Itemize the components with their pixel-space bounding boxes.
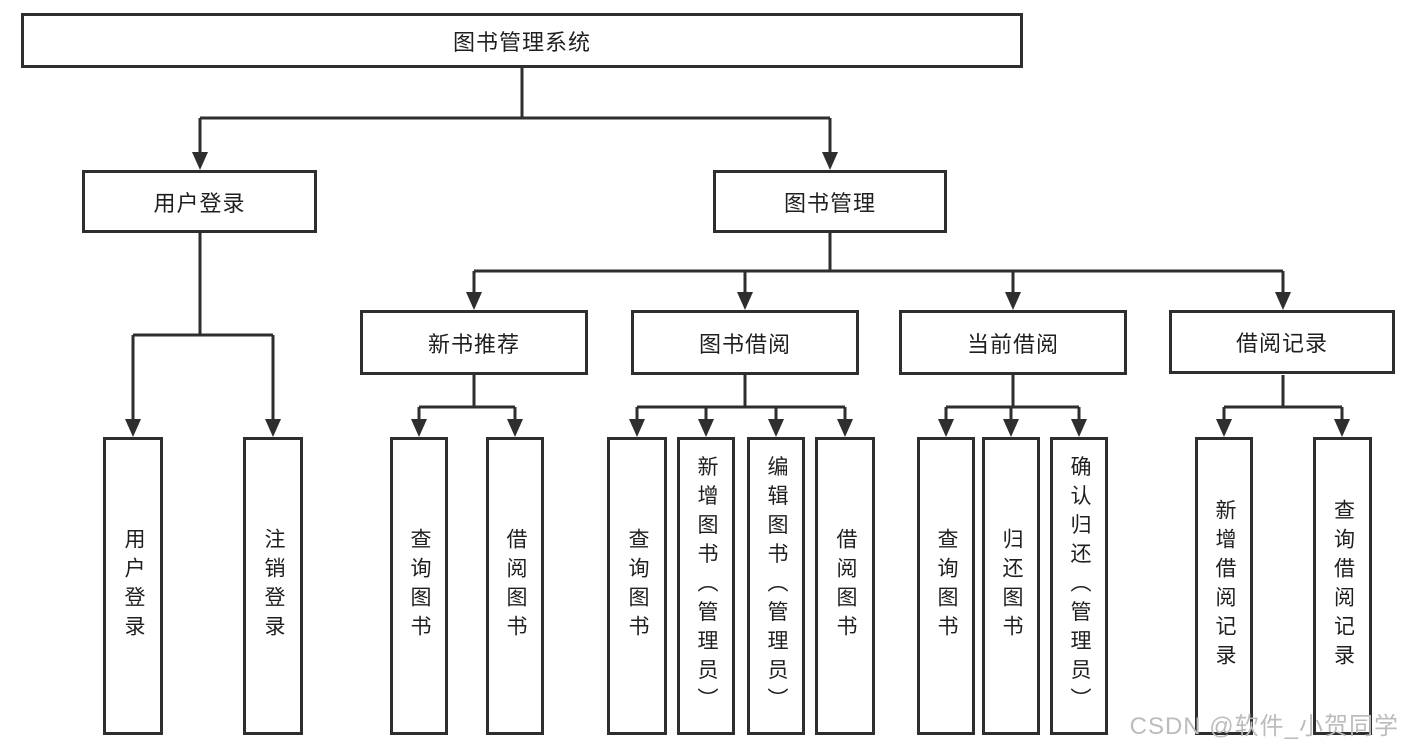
node-label: 查询借阅记录 (1331, 499, 1355, 673)
csdn-watermark: CSDN @软件_小贺同学 (1129, 713, 1399, 740)
node-borrow-records: 借阅记录 (1169, 310, 1395, 374)
arrowhead-icon (938, 419, 954, 437)
node-borrow-books-leaf: 借阅图书 (815, 437, 875, 735)
node-label: 查询图书 (626, 528, 649, 644)
connector-bookmgmt-to-level3 (466, 233, 1291, 310)
node-label: 编辑图书（管理员） (765, 455, 788, 717)
node-query-books-current: 查询图书 (917, 437, 975, 735)
connector-currentborrow-to-leaves (938, 375, 1087, 437)
connector-borrowrecords-to-leaves (1216, 375, 1350, 437)
node-user-login: 用户登录 (82, 170, 317, 233)
node-query-books-recommend: 查询图书 (390, 437, 448, 735)
node-label: 借阅图书 (834, 528, 857, 644)
arrowhead-icon (629, 419, 645, 437)
arrowhead-icon (1005, 292, 1021, 310)
connector-bookborrow-to-leaves (629, 375, 853, 437)
arrowhead-icon (466, 292, 482, 310)
node-library-management-system: 图书管理系统 (21, 13, 1023, 68)
arrowhead-icon (1216, 419, 1232, 437)
node-edit-book-admin: 编辑图书（管理员） (747, 437, 805, 735)
arrowhead-icon (265, 419, 281, 437)
connector-root-to-level2 (192, 68, 838, 170)
node-logout-leaf: 注销登录 (243, 437, 303, 735)
arrowhead-icon (125, 419, 141, 437)
arrowhead-icon (737, 292, 753, 310)
node-book-management: 图书管理 (713, 170, 947, 233)
arrowhead-icon (768, 419, 784, 437)
arrowhead-icon (411, 419, 427, 437)
node-label: 查询图书 (408, 528, 431, 644)
node-user-login-leaf: 用户登录 (103, 437, 163, 735)
connector-newbook-to-leaves (411, 375, 523, 437)
node-add-book-admin: 新增图书（管理员） (677, 437, 735, 735)
arrowhead-icon (507, 419, 523, 437)
node-book-borrow: 图书借阅 (631, 310, 859, 375)
arrowhead-icon (1071, 419, 1087, 437)
connector-userlogin-to-leaves (125, 233, 281, 437)
node-confirm-return-admin: 确认归还（管理员） (1050, 437, 1108, 735)
arrowhead-icon (1003, 419, 1019, 437)
node-label: 借阅图书 (504, 528, 527, 644)
node-current-borrow: 当前借阅 (899, 310, 1127, 375)
node-label: 新增图书（管理员） (695, 455, 718, 717)
arrowhead-icon (1334, 419, 1350, 437)
arrowhead-icon (698, 419, 714, 437)
node-label: 注销登录 (262, 528, 285, 644)
node-return-book: 归还图书 (982, 437, 1040, 735)
node-label: 确认归还（管理员） (1068, 455, 1091, 717)
arrowhead-icon (837, 419, 853, 437)
node-query-books-borrow: 查询图书 (607, 437, 667, 735)
node-new-book-recommend: 新书推荐 (360, 310, 588, 375)
node-label: 用户登录 (122, 528, 145, 644)
arrowhead-icon (192, 152, 208, 170)
node-borrow-books-recommend: 借阅图书 (486, 437, 544, 735)
arrowhead-icon (1275, 292, 1291, 310)
node-label: 归还图书 (1000, 528, 1023, 644)
node-label: 新增借阅记录 (1213, 499, 1236, 673)
node-query-borrow-record: 查询借阅记录 (1313, 437, 1372, 735)
node-label: 查询图书 (935, 528, 958, 644)
node-add-borrow-record: 新增借阅记录 (1195, 437, 1253, 735)
arrowhead-icon (822, 152, 838, 170)
